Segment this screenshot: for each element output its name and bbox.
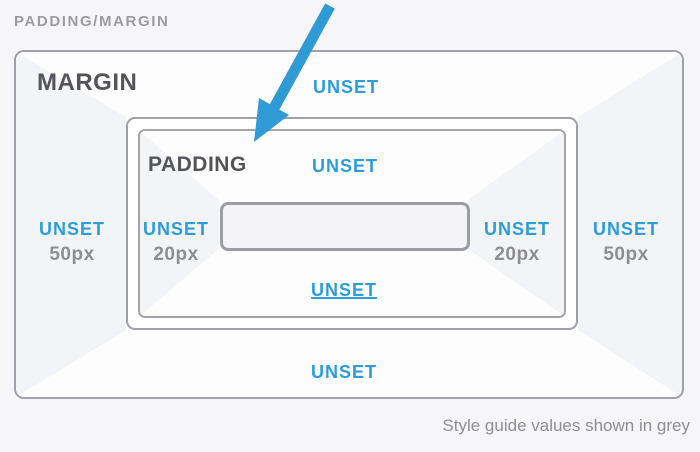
style-guide-note: Style guide values shown in grey — [442, 416, 690, 435]
margin-box — [14, 50, 684, 399]
padding-left-unset-button[interactable]: UNSET — [142, 219, 210, 239]
padding-box — [126, 117, 578, 330]
padding-left-style-guide-value: 20px — [153, 244, 199, 265]
margin-right-unset-button[interactable]: UNSET — [592, 219, 660, 239]
padding-box-label: PADDING — [148, 153, 247, 176]
padding-box-inner-border — [138, 129, 566, 318]
padding-bottom-unset-button[interactable]: UNSET — [310, 280, 378, 300]
margin-right-control: UNSET 50px — [593, 217, 659, 267]
padding-left-control: UNSET 20px — [143, 217, 209, 267]
margin-left-unset-button[interactable]: UNSET — [38, 219, 106, 239]
padding-trapezoid-shading — [140, 131, 564, 316]
padding-right-unset-button[interactable]: UNSET — [483, 219, 551, 239]
margin-right-style-guide-value: 50px — [603, 244, 649, 265]
padding-top-unset-button[interactable]: UNSET — [311, 156, 379, 176]
padding-right-style-guide-value: 20px — [494, 244, 540, 265]
margin-top-unset-button[interactable]: UNSET — [312, 77, 380, 97]
margin-trapezoid-shading — [16, 52, 682, 397]
element-content-box — [220, 202, 470, 251]
panel-title: PADDING/MARGIN — [14, 13, 170, 30]
margin-left-style-guide-value: 50px — [49, 244, 95, 265]
padding-right-control: UNSET 20px — [484, 217, 550, 267]
margin-bottom-unset-button[interactable]: UNSET — [310, 362, 378, 382]
margin-left-control: UNSET 50px — [39, 217, 105, 267]
margin-box-label: MARGIN — [37, 69, 138, 96]
